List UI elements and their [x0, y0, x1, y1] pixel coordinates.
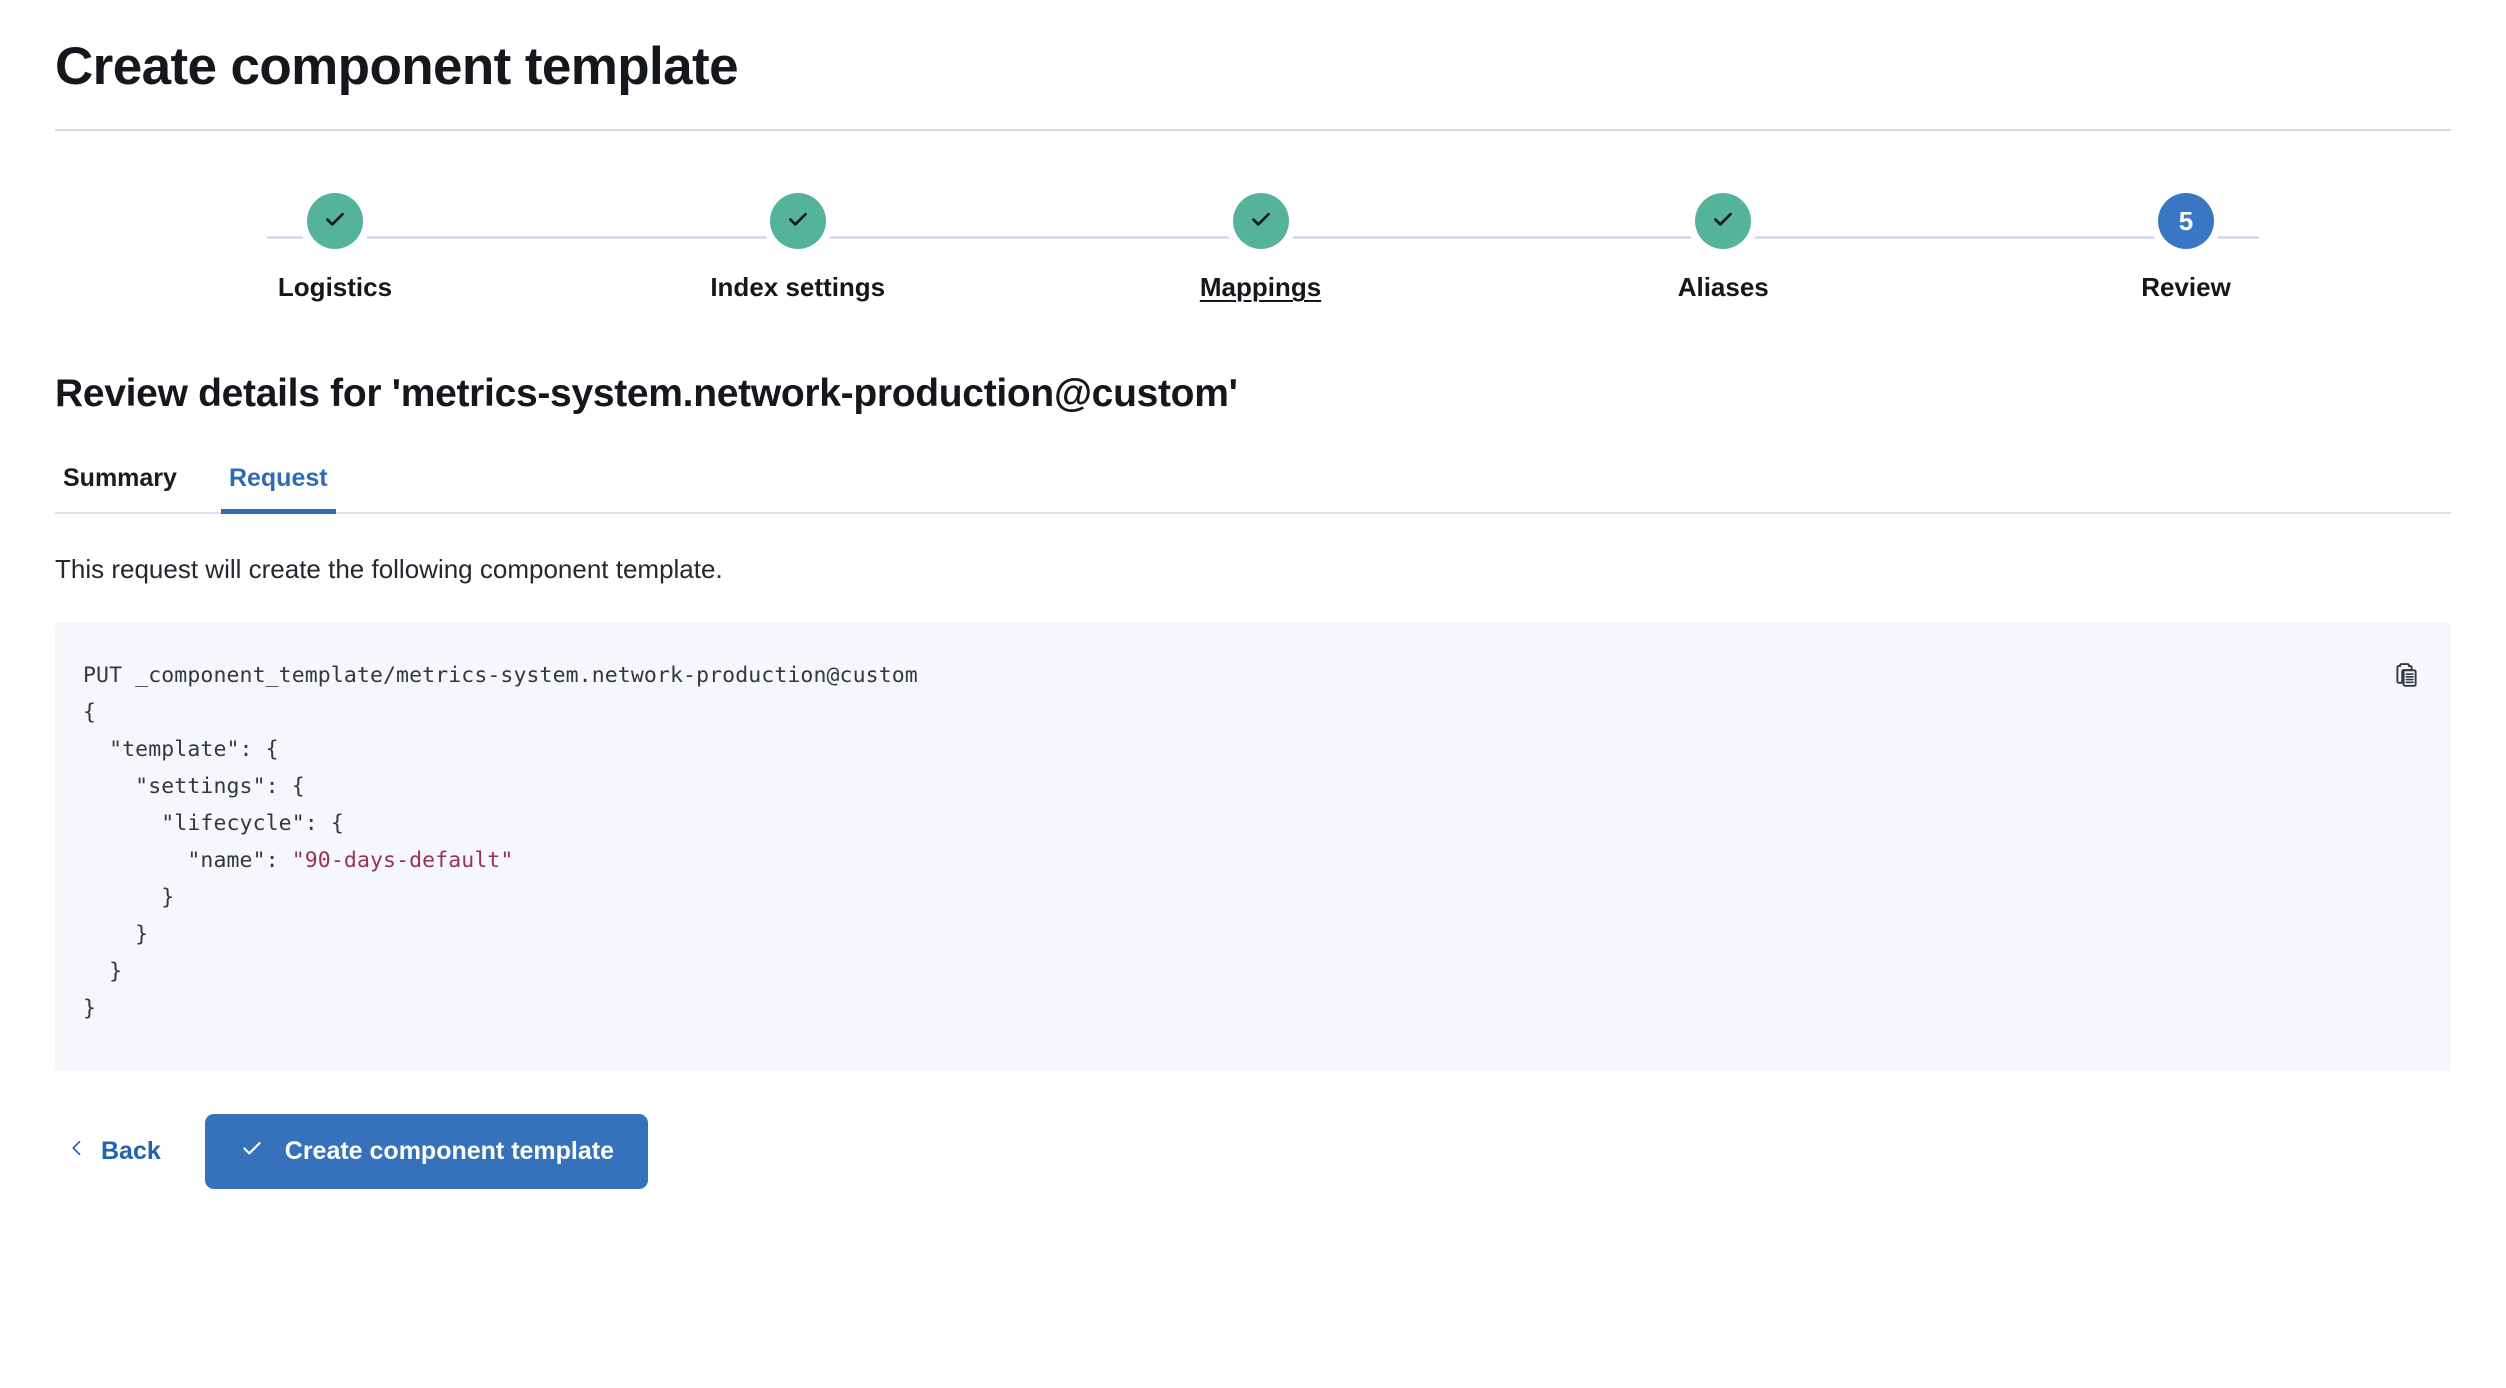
check-icon — [1710, 206, 1736, 237]
create-component-template-button[interactable]: Create component template — [204, 1114, 649, 1190]
request-body-line: } — [83, 885, 175, 911]
request-body-line: "template": { — [83, 737, 279, 763]
request-code: PUT _component_template/metrics-system.n… — [83, 657, 2411, 1027]
step-aliases[interactable]: Aliases — [1593, 193, 1853, 303]
step-status-circle — [1232, 193, 1289, 250]
check-icon — [239, 1135, 265, 1168]
back-button[interactable]: Back — [55, 1126, 173, 1177]
chevron-left-icon — [67, 1136, 87, 1167]
create-component-template-label: Create component template — [284, 1137, 615, 1166]
request-body-line: "name": — [83, 848, 292, 874]
copy-clipboard-icon[interactable] — [2385, 653, 2429, 697]
step-status-circle — [769, 193, 826, 250]
request-description: This request will create the following c… — [55, 554, 723, 585]
step-index-settings[interactable]: Index settings — [668, 193, 928, 303]
request-lifecycle-name-value: "90-days-default" — [291, 848, 514, 874]
step-logistics[interactable]: Logistics — [205, 193, 465, 303]
step-status-circle — [1695, 193, 1752, 250]
request-body-line: } — [83, 996, 97, 1022]
request-body-line: } — [83, 959, 123, 985]
step-mappings[interactable]: Mappings — [1131, 193, 1391, 303]
title-divider — [55, 129, 2451, 132]
request-body-line: "lifecycle": { — [83, 811, 344, 837]
step-label-index-settings[interactable]: Index settings — [710, 272, 886, 303]
wizard-stepper: Logistics Index settings Mappings — [55, 193, 2451, 318]
check-icon — [785, 206, 811, 237]
step-label-logistics[interactable]: Logistics — [277, 272, 393, 303]
tab-request[interactable]: Request — [220, 458, 336, 515]
step-number: 5 — [2178, 206, 2194, 237]
request-body-line: { — [83, 700, 97, 726]
review-tabs: Summary Request — [55, 458, 2451, 515]
tab-summary[interactable]: Summary — [55, 458, 185, 514]
review-heading: Review details for 'metrics-system.netwo… — [55, 372, 1238, 416]
back-button-label: Back — [101, 1137, 161, 1166]
step-label-mappings[interactable]: Mappings — [1199, 272, 1322, 303]
tabs-underline — [55, 512, 2451, 515]
check-icon — [322, 206, 348, 237]
step-review[interactable]: 5 Review — [2056, 193, 2316, 303]
request-code-panel: PUT _component_template/metrics-system.n… — [55, 623, 2451, 1072]
step-status-circle — [307, 193, 363, 250]
step-status-circle: 5 — [2158, 193, 2214, 250]
step-label-aliases[interactable]: Aliases — [1677, 272, 1769, 303]
step-label-review[interactable]: Review — [2141, 272, 2231, 303]
check-icon — [1248, 206, 1274, 237]
request-method-line: PUT _component_template/metrics-system.n… — [83, 663, 918, 689]
request-body-line: } — [83, 922, 149, 948]
wizard-footer: Back Create component template — [55, 1071, 2451, 1190]
request-body-line: "settings": { — [83, 774, 305, 800]
page-title: Create component template — [55, 37, 739, 96]
